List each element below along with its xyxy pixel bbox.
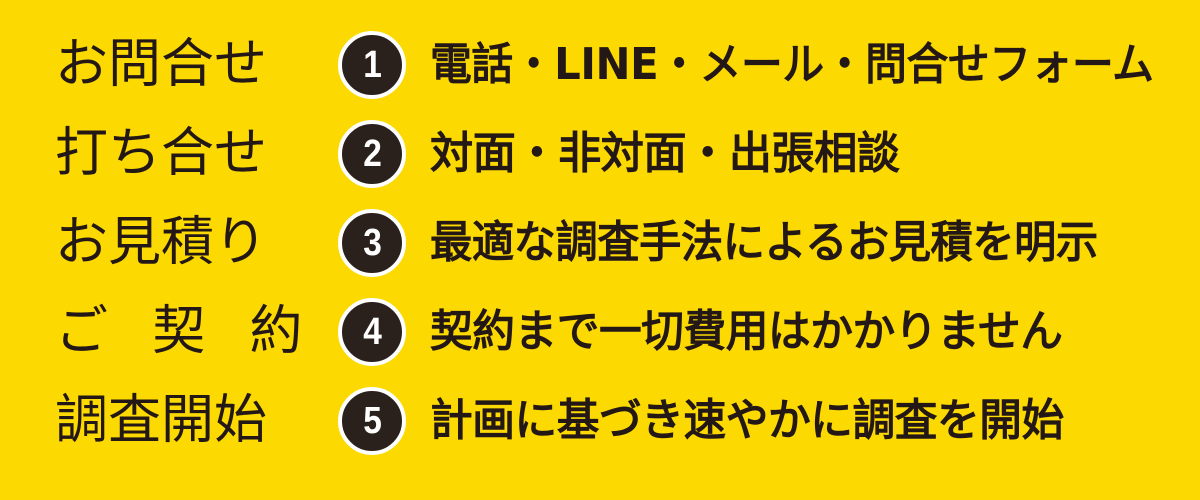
flow-step-row: 調査開始 5 計画に基づき速やかに調査を開始 xyxy=(0,376,1200,465)
step-badge-1: 1 xyxy=(338,30,406,99)
process-flow-list: お問合せ 1 電話・LINE・メール・問合せフォーム 打ち合せ 2 対面・非対面… xyxy=(0,20,1200,480)
step-badge-5: 5 xyxy=(338,386,406,455)
stage-label-1: お問合せ xyxy=(55,35,267,93)
step-badge-4: 4 xyxy=(338,297,406,366)
step-number-2: 2 xyxy=(363,132,382,175)
stage-description-5: 計画に基づき速やかに調査を開始 xyxy=(430,394,1064,446)
flow-step-row: お見積り 3 最適な調査手法によるお見積を明示 xyxy=(0,198,1200,287)
stage-label-5: 調査開始 xyxy=(55,391,267,449)
step-number-4: 4 xyxy=(363,310,382,353)
stage-description-2: 対面・非対面・出張相談 xyxy=(430,127,900,179)
step-number-1: 1 xyxy=(363,43,382,86)
stage-description-4: 契約まで一切費用はかかりません xyxy=(430,305,1063,357)
flow-step-row: お問合せ 1 電話・LINE・メール・問合せフォーム xyxy=(0,20,1200,109)
stage-label-4: ご契約 xyxy=(55,302,311,360)
flow-step-row: 打ち合せ 2 対面・非対面・出張相談 xyxy=(0,109,1200,198)
step-badge-3: 3 xyxy=(338,208,406,277)
stage-description-3: 最適な調査手法によるお見積を明示 xyxy=(430,216,1098,268)
step-number-3: 3 xyxy=(363,221,382,264)
stage-label-3: お見積り xyxy=(55,213,267,271)
step-badge-2: 2 xyxy=(338,119,406,188)
stage-label-2: 打ち合せ xyxy=(55,124,267,182)
step-number-5: 5 xyxy=(363,399,382,442)
flow-step-row: ご契約 4 契約まで一切費用はかかりません xyxy=(0,287,1200,376)
stage-description-1: 電話・LINE・メール・問合せフォーム xyxy=(430,38,1154,90)
